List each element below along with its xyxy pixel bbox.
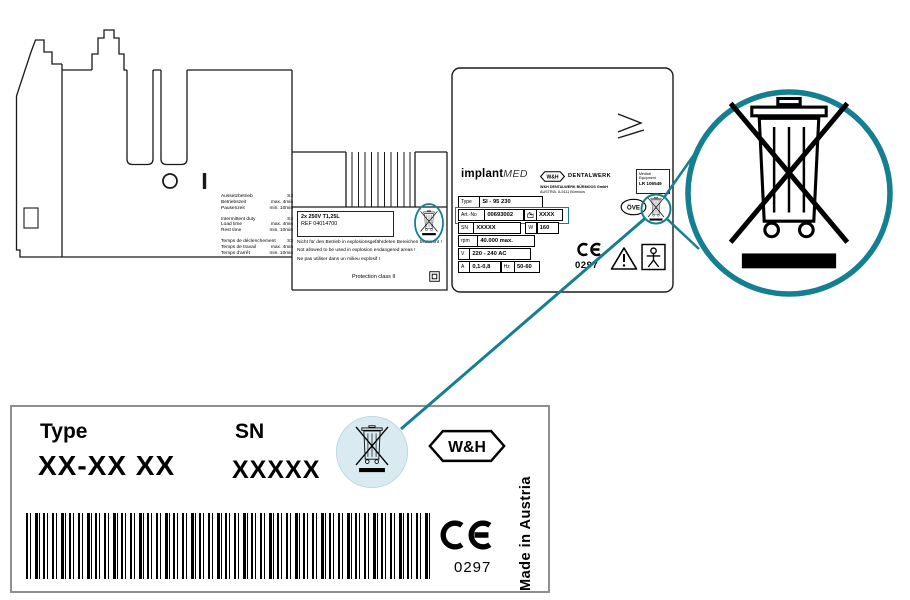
duty-value: S3 <box>287 239 293 245</box>
duty-value: max. 4min <box>270 244 293 250</box>
manufacture-year: XXXX <box>535 209 563 221</box>
fuse-rating: 2x 250V T1,25L <box>301 214 340 220</box>
duty-value: min. 10min <box>269 228 293 234</box>
duty-value: max. 4min <box>270 199 293 205</box>
hz-label: Hz <box>500 261 515 273</box>
sn-label: SN <box>458 222 474 234</box>
current-label: A <box>458 261 470 273</box>
address-line2: AUSTRIA, A-5111 Bürmoos <box>540 189 585 194</box>
hz-value: 50-60 <box>513 261 540 273</box>
current-row: A 0,1-0,8 Hz 50-60 <box>458 261 540 273</box>
weee-bin-icon <box>355 425 389 473</box>
explosion-warning-label: Nicht für den Betrieb in explosionsgefäh… <box>297 240 445 265</box>
duty-term: Aussetzbetrieb <box>221 194 253 199</box>
brand-part1: implant <box>461 168 504 180</box>
implantmed-logo: implant MED <box>461 168 528 180</box>
voltage-row: V 220 - 240 AC <box>458 248 532 260</box>
ce-mark-icon <box>440 520 492 550</box>
manufacturer-address: W&H DENTALWERK BÜRMOOS GmbH AUSTRIA, A-5… <box>540 185 608 194</box>
ove-approval-icon: ÖVE <box>620 198 647 216</box>
vent-grill <box>351 152 411 207</box>
made-in-austria-label: Made in Austria <box>518 476 534 591</box>
rpm-label: rpm <box>458 235 478 247</box>
duty-term: Temps de déclenchement <box>221 239 276 245</box>
warning-fr: Ne pas utiliser dans un milieu explosif … <box>297 256 380 262</box>
current-value: 0,1-0,8 <box>469 261 502 273</box>
wh-logo: W&H <box>428 429 506 463</box>
duty-value: min. 10min <box>269 250 293 256</box>
brand-part2: MED <box>503 168 528 180</box>
power-off-mark <box>162 173 178 189</box>
label-type-value: XX-XX XX <box>38 450 176 481</box>
duty-cycle-block-fr: Temps de déclenchement S3 Temps de travai… <box>221 239 293 257</box>
duty-term: Load time <box>221 222 243 228</box>
watt-label: W <box>525 222 538 234</box>
fuse-label: 2x 250V T1,25L REF 04014700 <box>297 211 394 237</box>
duty-term: Pausenzeit <box>221 205 245 211</box>
address-line1: W&H DENTALWERK BÜRMOOS GmbH <box>540 185 608 189</box>
protection-class-ii-icon <box>429 271 440 282</box>
warning-triangle-icon <box>610 247 638 270</box>
duty-cycle-block-de: Aussetzbetrieb S3 Betriebszeit max. 4min P… <box>221 194 293 212</box>
wh-logo-text: W&H <box>546 174 558 180</box>
approval-box: Medical Equipment LR 106549 <box>636 169 670 194</box>
artno-label: Art.-No <box>458 209 485 221</box>
sn-row: SN XXXXX W 160 <box>458 222 559 234</box>
duty-cycle-block-en: Intermittent duty S3 Load time max. 4min R… <box>221 217 293 235</box>
artno-value: 00693002 <box>484 209 525 221</box>
dentalwerk-label: DENTALWERK <box>568 173 612 179</box>
type-row: Type SI - 95 230 <box>458 196 544 208</box>
duty-value: min. 10min <box>269 205 293 211</box>
duty-term: Temps de travail <box>221 244 256 250</box>
voltage-label: V <box>458 248 470 260</box>
weee-bin-icon <box>647 197 665 221</box>
rpm-value: 40.000 max. <box>477 235 536 247</box>
duty-value: max. 4min <box>270 222 293 228</box>
approval-line1: Medical Equipment <box>639 171 656 180</box>
duty-term: Betriebszeit <box>221 199 247 205</box>
duty-term: Temps d'arrêt <box>221 250 250 256</box>
sn-value: XXXXX <box>473 222 522 234</box>
ove-label: ÖVE <box>627 204 640 211</box>
ce-number: 0297 <box>454 559 492 576</box>
duty-term: Rest time <box>221 228 242 234</box>
wh-logo-text: W&H <box>448 439 486 456</box>
pedal-mark <box>617 113 645 139</box>
type-plate-sample-label: Type SN XX-XX XX XXXXX W&H 0297 Made in … <box>10 405 550 593</box>
protection-class-text: Protection class II <box>352 273 396 280</box>
label-sn-heading: SN <box>235 420 265 443</box>
duty-value: S3 <box>287 216 293 222</box>
duty-value: S3 <box>287 194 293 199</box>
label-sn-value: XXXXX <box>232 456 321 484</box>
duty-term: Intermittent duty <box>221 216 256 222</box>
protection-class-label: Protection class II <box>352 271 440 282</box>
label-type-heading: Type <box>40 420 88 443</box>
voltage-value: 220 - 240 AC <box>469 248 532 260</box>
ce-mark-icon <box>577 242 601 257</box>
barcode <box>26 513 432 579</box>
type-row-value: SI - 95 230 <box>479 196 544 208</box>
approval-line2: LR 106549 <box>639 181 662 187</box>
artno-row: Art.-No 00693002 XXXX <box>458 209 563 221</box>
weee-bin-icon <box>420 210 438 236</box>
device-outline-window <box>23 207 39 229</box>
fuse-ref-number: REF 04014700 <box>301 221 338 228</box>
ce-number: 0297 <box>575 260 599 271</box>
watt-value: 160 <box>536 222 559 234</box>
manufacture-date-icon <box>523 209 537 221</box>
rpm-row: rpm 40.000 max. <box>458 235 536 247</box>
power-on-mark <box>202 173 207 189</box>
type-b-applied-part-icon <box>641 243 666 271</box>
warning-en: Not allowed to be used in explosion enda… <box>297 248 416 254</box>
wh-logo: W&H <box>540 171 565 182</box>
warning-de: Nicht für den Betrieb in explosionsgefäh… <box>297 240 442 245</box>
